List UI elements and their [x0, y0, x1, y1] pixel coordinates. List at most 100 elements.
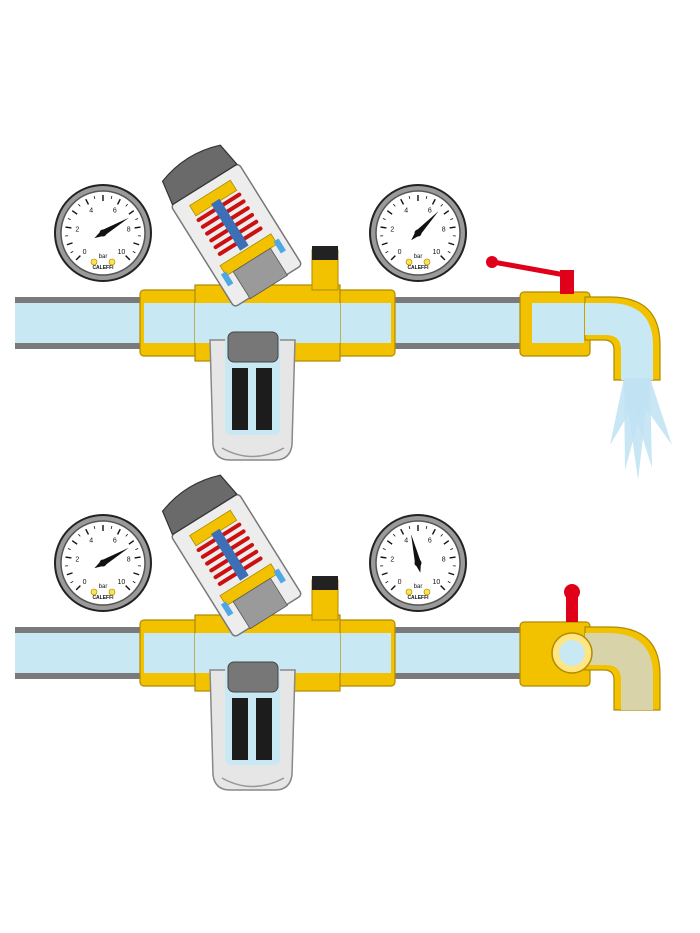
- ball-valve-stem: [566, 596, 578, 622]
- gauge-tick: [393, 533, 396, 537]
- gauge-tick: [408, 195, 411, 200]
- gauge-scale-label: 0: [83, 579, 87, 586]
- filter-base: [221, 777, 285, 788]
- filter-element: [232, 368, 248, 430]
- reducer-seat: [232, 247, 288, 300]
- reducer-seal: [220, 601, 234, 617]
- gauge-tick: [66, 242, 73, 246]
- gauge-tick: [448, 242, 455, 246]
- gauge-scale-label: 4: [404, 207, 408, 214]
- gauge-tick: [135, 548, 139, 550]
- gauge-needle-hub: [99, 229, 107, 237]
- gauge-scale-label: 10: [432, 579, 440, 586]
- outlet-elbow-bore: [585, 633, 653, 710]
- gauge-tick: [449, 556, 456, 559]
- spray-jet: [624, 378, 672, 445]
- gauge-tick: [71, 210, 78, 215]
- gauge-tick: [447, 580, 451, 584]
- gauge-scale-label: 8: [442, 556, 446, 563]
- gauge-tick: [450, 218, 454, 220]
- gauge-tick: [78, 203, 81, 207]
- gauge-scale-label: 4: [404, 537, 408, 544]
- gauge-tick: [125, 585, 131, 591]
- gauge-tick: [425, 525, 428, 530]
- gauge-scale-label: 2: [75, 556, 79, 563]
- gauge-tick: [75, 585, 81, 591]
- gauge-tick: [381, 242, 388, 246]
- gauge-tick: [400, 198, 405, 205]
- gauge-tick: [134, 226, 141, 229]
- gauge-tick: [116, 528, 121, 535]
- gauge-tick: [443, 210, 450, 215]
- gauge-port-cap: [312, 576, 338, 590]
- gauge-brand-label: CALEFFI: [407, 265, 429, 271]
- gauge-tick: [425, 195, 428, 200]
- gauge-tick: [85, 198, 90, 205]
- gauge-tick: [110, 195, 113, 200]
- gauge-tick: [386, 210, 393, 215]
- gauge-tick: [93, 525, 96, 530]
- gauge-scale-label: 10: [117, 249, 125, 256]
- filter-base: [221, 447, 285, 458]
- gauge-screw: [108, 258, 116, 266]
- gauge-tick: [449, 226, 456, 229]
- filter-element: [256, 368, 272, 430]
- gauge-tick: [65, 556, 72, 559]
- gauge-tick: [448, 572, 455, 576]
- gauge-screw: [405, 258, 413, 266]
- gauge-tick: [443, 540, 450, 545]
- filter-element: [232, 698, 248, 760]
- gauge-scale-label: 0: [398, 249, 402, 256]
- coupling-left-bore: [144, 633, 196, 673]
- gauge-tick: [440, 203, 443, 207]
- gauge-tick: [66, 572, 73, 576]
- gauge-screw: [423, 258, 431, 266]
- gauge-scale-label: 0: [83, 249, 87, 256]
- gauge-tick: [135, 218, 139, 220]
- reducer-knob: [161, 474, 238, 536]
- gauge-tick: [390, 585, 396, 591]
- gauge-scale-label: 8: [127, 226, 131, 233]
- gauge-tick: [67, 548, 71, 550]
- gauge-scale-label: 2: [390, 226, 394, 233]
- gauge-tick: [386, 540, 393, 545]
- gauge-screw: [423, 588, 431, 596]
- gauge-tick: [110, 525, 113, 530]
- gauge-tick: [133, 572, 140, 576]
- water-spray: [610, 378, 672, 480]
- pressure-reducer-cartridge: [161, 144, 302, 307]
- gauge-screw: [90, 588, 98, 596]
- filter-cap: [227, 331, 279, 363]
- reducer-seal: [273, 568, 286, 584]
- gauge-tick: [408, 525, 411, 530]
- gauge-scale-label: 6: [113, 537, 117, 544]
- gauge-scale-label: 6: [113, 207, 117, 214]
- gauge-port-cap: [312, 246, 338, 260]
- gauge-tick: [67, 218, 71, 220]
- gauge-unit-label: bar: [99, 254, 108, 260]
- gauge-tick: [382, 218, 386, 220]
- gauge-tick: [380, 556, 387, 559]
- gauge-scale-label: 2: [390, 556, 394, 563]
- gauge-tick: [116, 198, 121, 205]
- gauge-tick: [75, 255, 81, 261]
- gauge-scale-label: 6: [428, 207, 432, 214]
- gauge-tick: [125, 203, 128, 207]
- filter-cap: [227, 661, 279, 693]
- gauge-tick: [125, 533, 128, 537]
- gauge-tick: [382, 548, 386, 550]
- coupling-left-bore: [144, 303, 196, 343]
- gauge-tick: [431, 528, 436, 535]
- gauge-scale-label: 10: [117, 579, 125, 586]
- ball-valve-bore: [532, 303, 584, 343]
- gauge-tick: [385, 250, 389, 254]
- coupling-right-bore: [339, 303, 391, 343]
- gauge-scale-label: 0: [398, 579, 402, 586]
- ball-valve-ball-bore: [559, 640, 585, 666]
- gauge-tick: [431, 198, 436, 205]
